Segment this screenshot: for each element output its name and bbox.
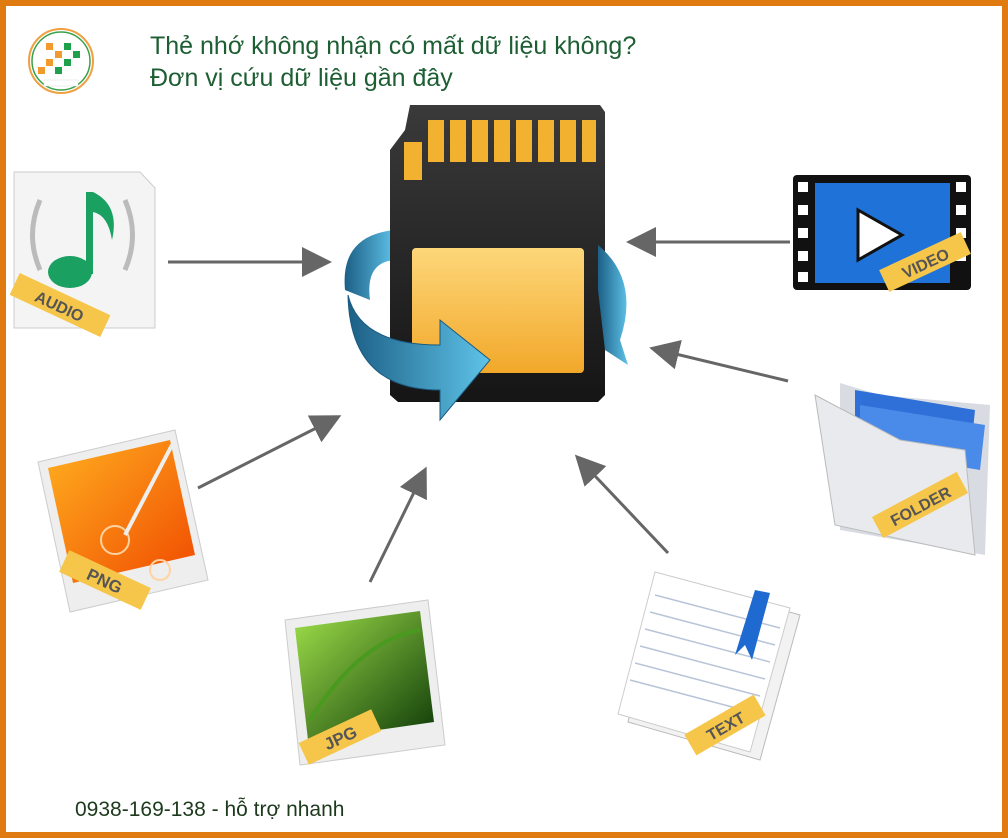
footer-contact: 0938-169-138 - hỗ trợ nhanh bbox=[75, 798, 345, 821]
audio-file-icon: AUDIO bbox=[9, 171, 156, 338]
title-line-2: Đơn vị cứu dữ liệu gần đây bbox=[150, 64, 453, 92]
png-file-icon: PNG bbox=[37, 429, 209, 613]
page-title: Thẻ nhớ không nhận có mất dữ liệu không?… bbox=[150, 30, 636, 94]
arrow-jpg bbox=[368, 466, 427, 583]
text-file-icon: TEXT bbox=[617, 571, 801, 761]
company-logo bbox=[28, 28, 94, 94]
arrow-png bbox=[197, 415, 342, 490]
video-file-icon: VIDEO bbox=[793, 175, 971, 292]
arrow-folder bbox=[649, 340, 789, 383]
folder-icon: FOLDER bbox=[814, 383, 990, 556]
jpg-file-icon: JPG bbox=[284, 599, 446, 766]
sd-card-icon bbox=[344, 105, 628, 422]
title-line-1: Thẻ nhớ không nhận có mất dữ liệu không? bbox=[150, 32, 637, 60]
arrows bbox=[168, 227, 790, 583]
arrow-text bbox=[574, 454, 670, 555]
